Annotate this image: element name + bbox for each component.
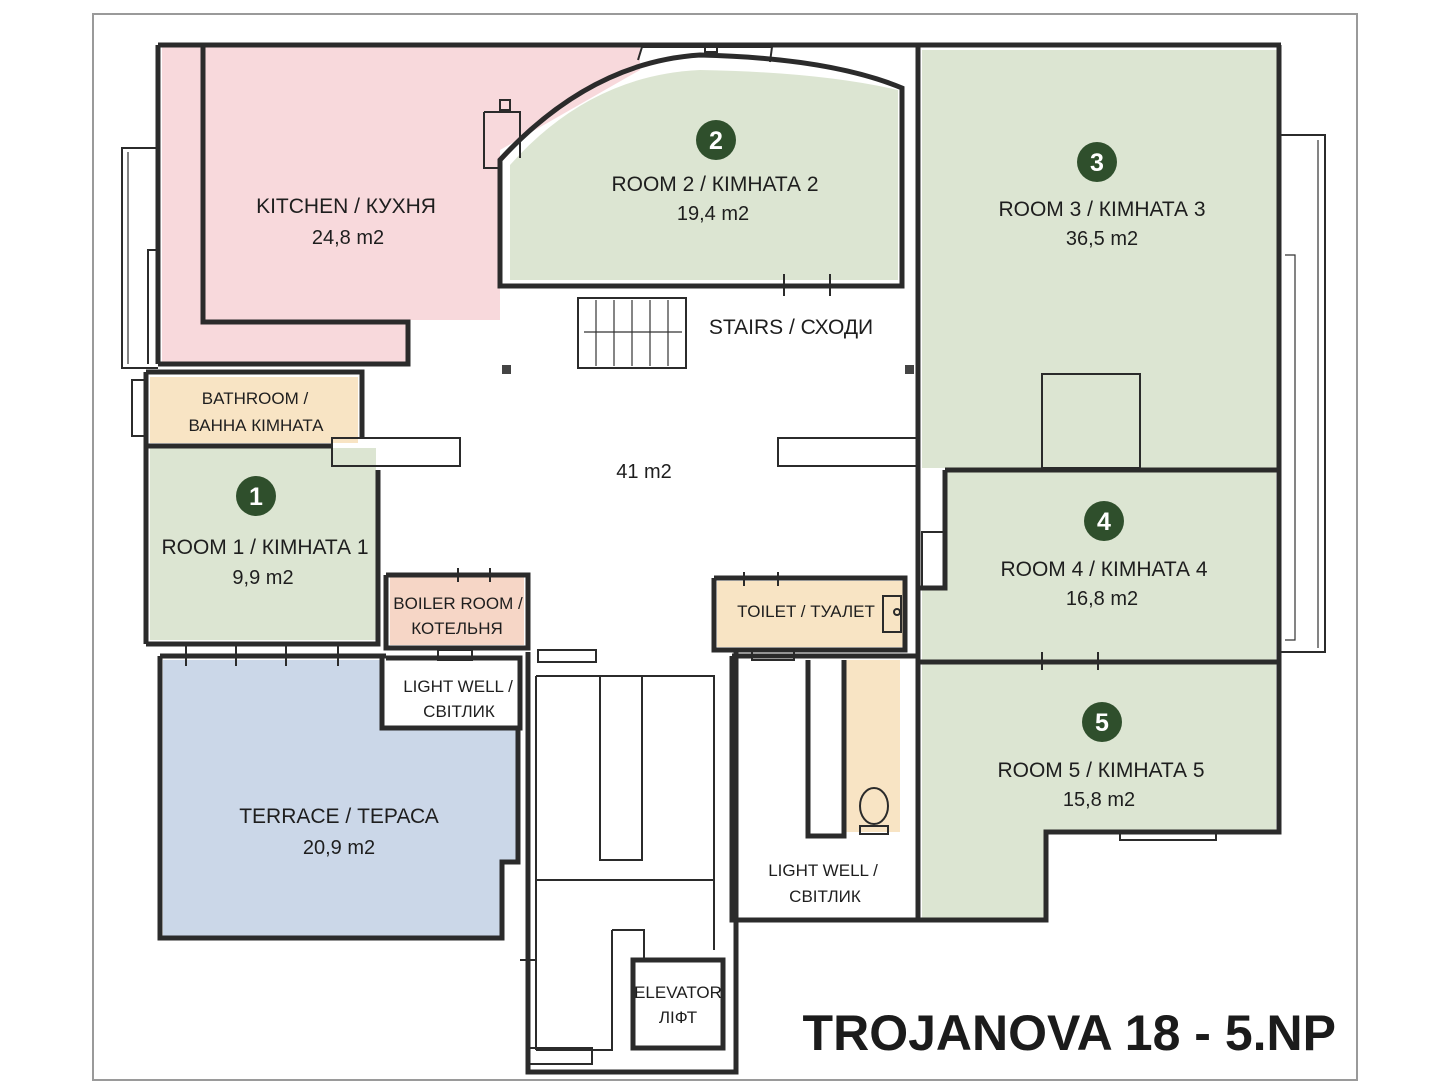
hall-area-value: 41 m2: [616, 461, 672, 483]
wc-area: [846, 660, 900, 832]
room-3-marker: [1077, 142, 1117, 182]
room-1-marker: [236, 476, 276, 516]
kitchen-label: KITCHEN / КУХНЯ: [256, 195, 436, 218]
room-2-area[interactable]: [510, 70, 898, 280]
bathroom-label-line1: BATHROOM /: [202, 389, 309, 408]
elevator-label-line1: ELEVATOR: [634, 983, 722, 1002]
stairs-label: STAIRS / СХОДИ: [709, 316, 873, 339]
room-5-marker: [1082, 702, 1122, 742]
lightwell-1-label-line1: LIGHT WELL /: [403, 677, 513, 696]
room-3-area[interactable]: [922, 50, 1278, 468]
terrace-label: TERRACE / ТЕРАСА: [239, 805, 439, 828]
room-5-label: ROOM 5 / КІМНАТА 5: [997, 759, 1204, 782]
elevator-label-line2: ЛІФТ: [659, 1008, 697, 1027]
plan-title: TROJANOVA 18 - 5.NP: [803, 1005, 1336, 1061]
room-3-number: 3: [1090, 149, 1104, 177]
lightwell-1-label-line2: СВІТЛИК: [423, 702, 495, 721]
lightwell-2-label-line1: LIGHT WELL /: [768, 861, 878, 880]
room-5-area[interactable]: [922, 664, 1276, 918]
room-1-area-value: 9,9 m2: [232, 567, 293, 589]
toilet-label: TOILET / ТУАЛЕТ: [737, 602, 875, 621]
boiler-room-area[interactable]: [390, 575, 524, 645]
room-4-marker: [1084, 501, 1124, 541]
boiler-label-line2: КОТЕЛЬНЯ: [411, 619, 503, 638]
room-2-area-value: 19,4 m2: [677, 203, 749, 225]
room-4-area[interactable]: [922, 472, 1276, 660]
wall-details: [121, 43, 1326, 1065]
room-1-number: 1: [249, 483, 263, 511]
room-5-area-value: 15,8 m2: [1063, 789, 1135, 811]
room-3-area-value: 36,5 m2: [1066, 228, 1138, 250]
terrace-area-value: 20,9 m2: [303, 837, 375, 859]
bathroom-area[interactable]: [150, 377, 358, 443]
bathroom-label-line2: ВАННА КІМНАТА: [189, 416, 325, 435]
room-1-label: ROOM 1 / КІМНАТА 1: [161, 536, 368, 559]
room-4-number: 4: [1097, 508, 1111, 536]
boiler-label-line1: BOILER ROOM /: [393, 594, 523, 613]
room-5-number: 5: [1095, 709, 1109, 737]
room-2-label: ROOM 2 / КІМНАТА 2: [611, 173, 818, 196]
room-2-marker: [696, 120, 736, 160]
lightwell-2-label-line2: СВІТЛИК: [789, 887, 861, 906]
room-3-label: ROOM 3 / КІМНАТА 3: [998, 198, 1205, 221]
room-4-label: ROOM 4 / КІМНАТА 4: [1000, 558, 1207, 581]
room-4-area-value: 16,8 m2: [1066, 588, 1138, 610]
kitchen-area-value: 24,8 m2: [312, 227, 384, 249]
toilet-area[interactable]: [717, 581, 903, 647]
room-2-number: 2: [709, 127, 723, 155]
walls: [143, 42, 1282, 1075]
